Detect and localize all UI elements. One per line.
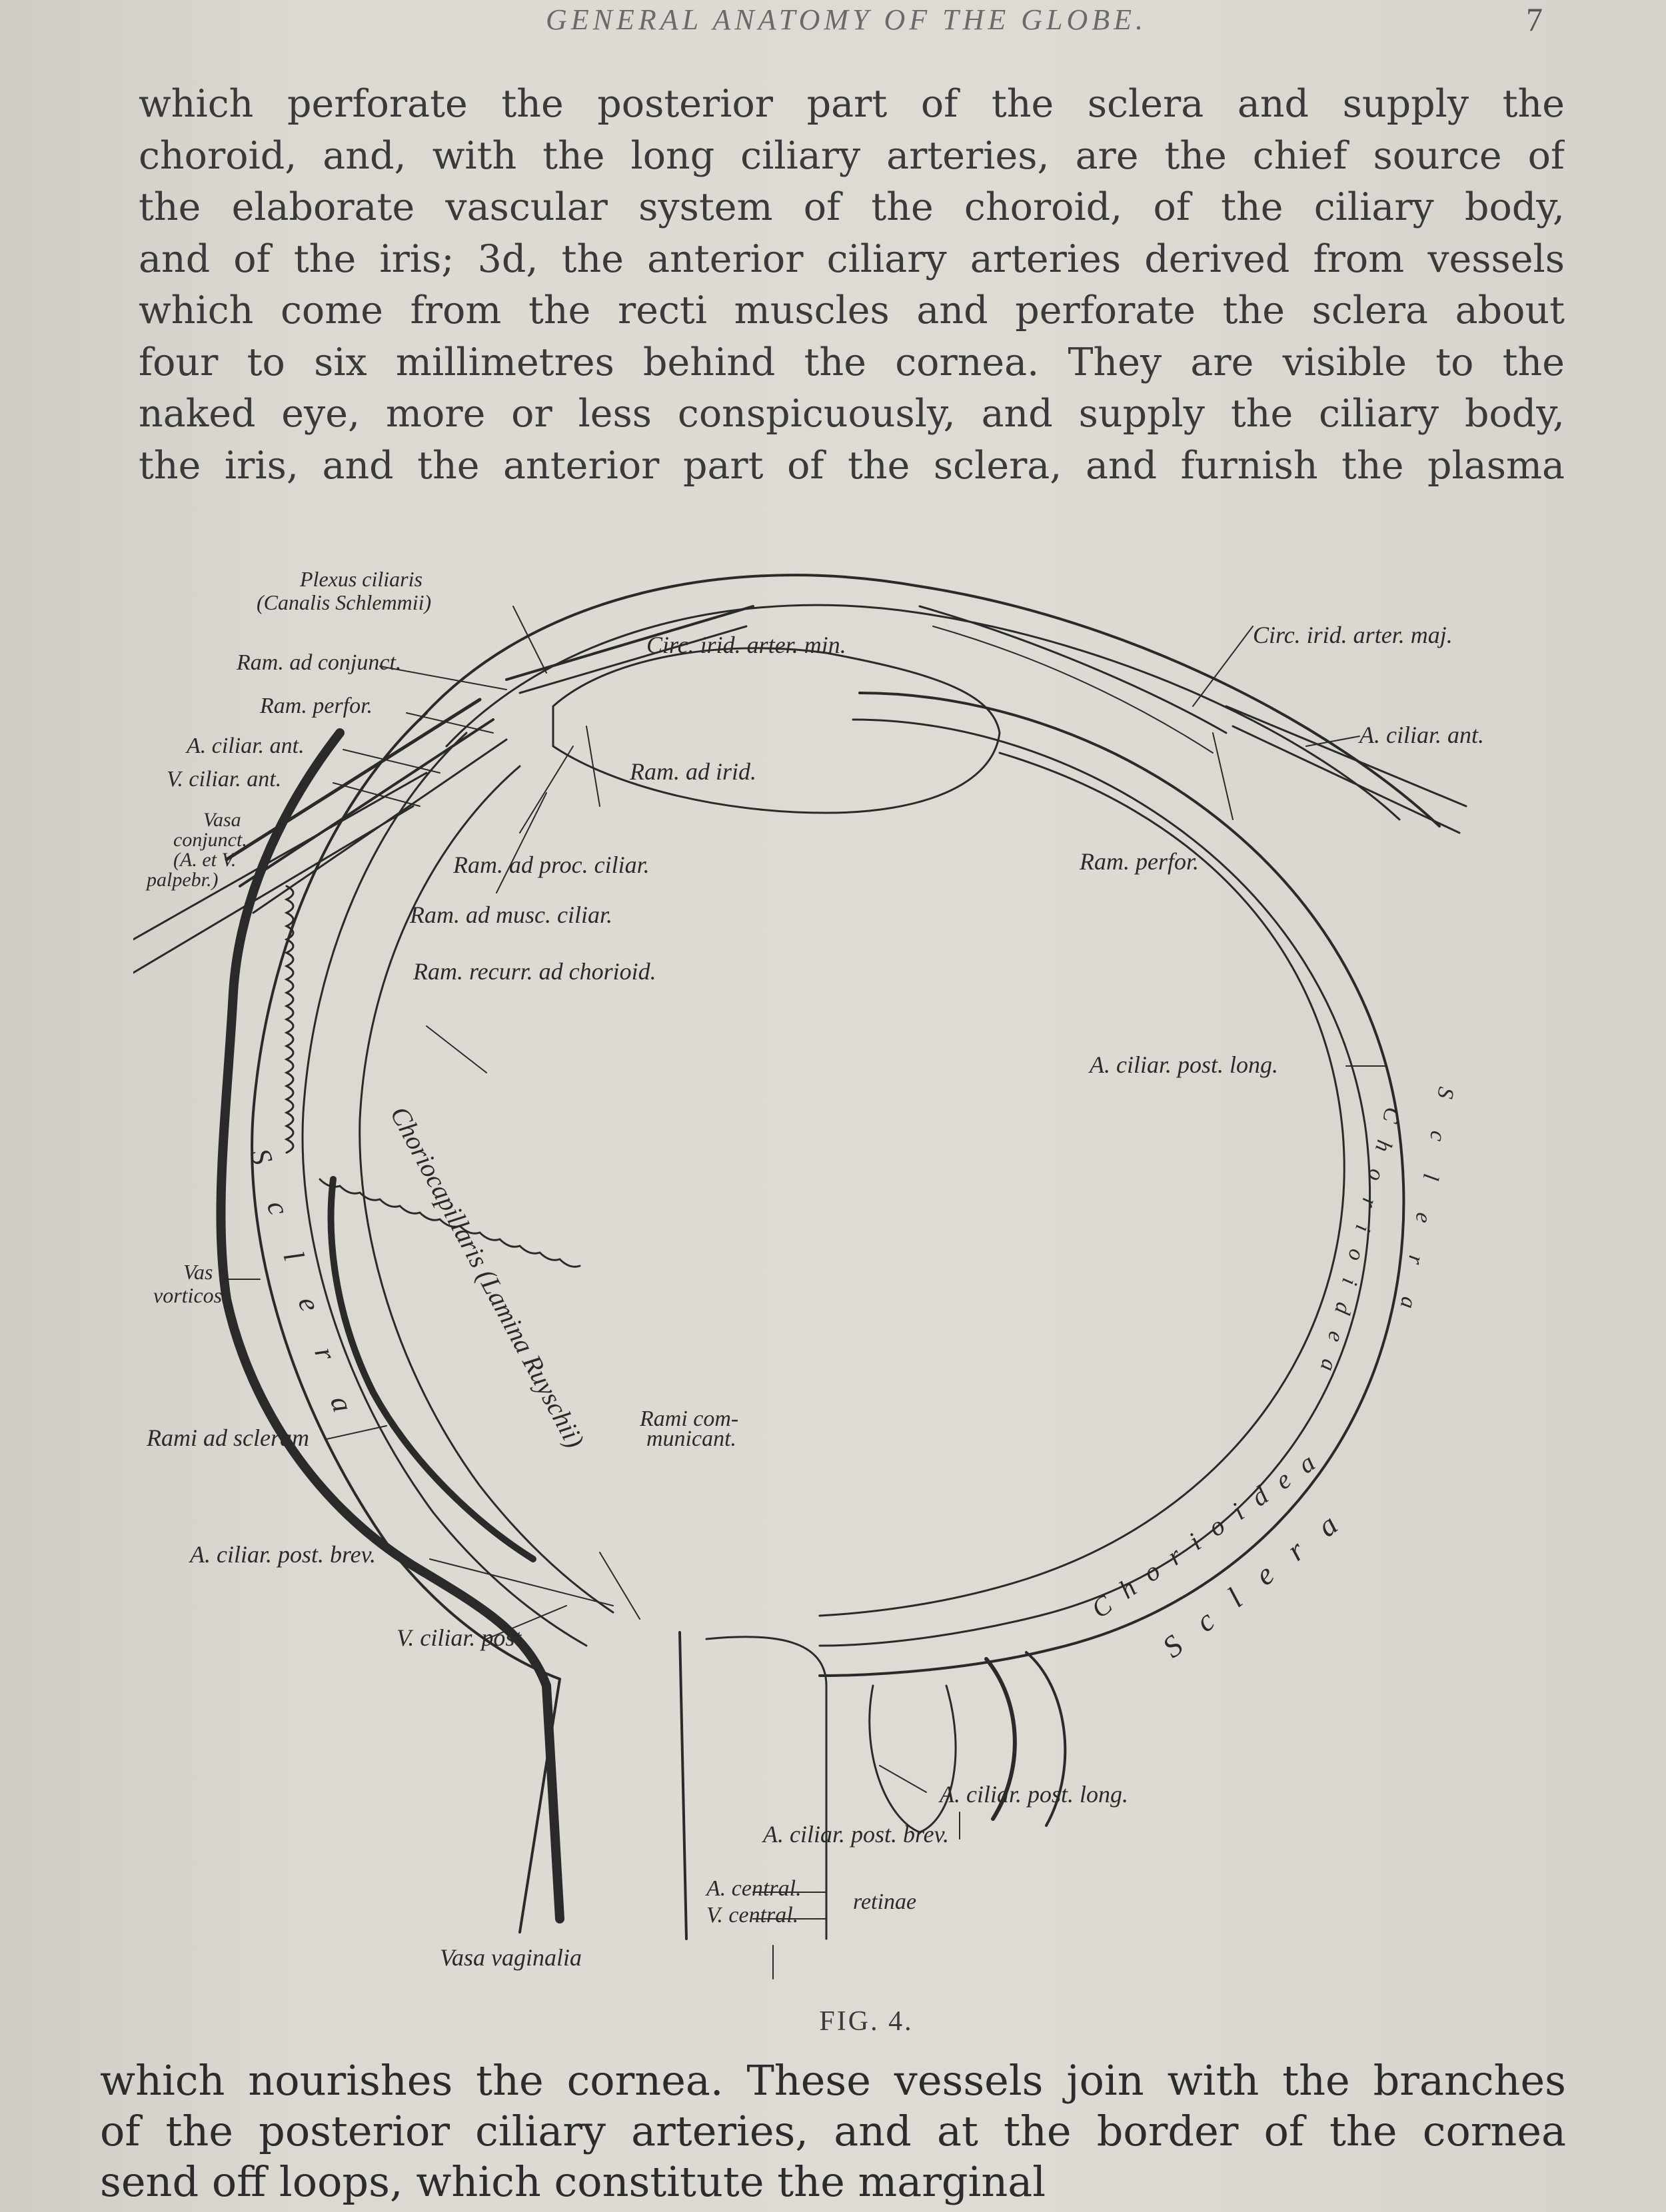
anterior-vessel [133,805,415,974]
label-ram-ad-proc-ciliar: Ram. ad proc. ciliar. [452,851,650,878]
anterior-vessel [133,772,428,941]
label-vasa-conjunct-3: (A. et V. [173,849,236,871]
left-wall-mid [301,732,588,1647]
label-sclera-arc: Sclera [1156,1491,1365,1664]
figure-caption: FIG. 4. [819,2006,914,2037]
iris-line [918,605,1228,734]
label-a-ciliar-post-long-upper: A. ciliar. post. long. [1088,1051,1278,1078]
ciliary-vessel [868,1684,957,1834]
iris-line [932,626,1214,754]
capillary-chain [284,885,581,1268]
label-a-ciliar-post-brev-lower: A. ciliar. post. brev. [762,1821,949,1848]
iris-line [505,605,754,681]
text-line: the elaborate vascular system of the cho… [139,185,1565,229]
label-canalis-schlemmii: (Canalis Schlemmii) [257,590,431,614]
anterior-vessel [1232,725,1461,834]
ciliary-vessel [1025,1651,1067,1827]
label-vasa-conjunct-1: Vasa [203,809,241,831]
label-rami-communicant-1: Rami com- [639,1406,738,1431]
text-line: and of the iris; 3d, the anterior ciliar… [139,237,1565,281]
cornea-outline [418,574,1441,828]
label-retinae: retinae [853,1890,916,1914]
text-line: which come from the recti muscles and pe… [139,288,1565,332]
label-ram-recurr-ad-chorioid: Ram. recurr. ad chorioid. [413,958,656,985]
text-line: send off loops, which constitute the mar… [100,2157,1046,2206]
page-number: 7 [1526,1,1543,38]
label-ram-ad-musc-ciliar: Ram. ad musc. ciliar. [409,901,612,928]
anterior-vessel [225,698,482,861]
label-a-ciliar-post-long-lower: A. ciliar. post. long. [938,1781,1128,1808]
label-ram-ad-conjunct: Ram. ad conjunct. [236,650,401,675]
text-line: which perforate the posterior part of th… [139,82,1565,126]
label-vasa-vaginalia: Vasa vaginalia [440,1944,582,1971]
label-ram-ad-irid: Ram. ad irid. [629,758,756,785]
choroid-outline [818,752,1345,1617]
anterior-vessel [1225,705,1467,808]
text-line: the iris, and the anterior part of the s… [139,443,1565,488]
label-rami-communicant-2: municant. [646,1426,736,1451]
label-rami-ad-scleram: Rami ad scleram [146,1424,309,1451]
label-plexus-ciliaris: Plexus ciliaris [299,567,422,591]
left-wall-inner [359,765,614,1614]
label-vasa-conjunct-4: palpebr.) [145,869,219,891]
label-v-ciliar-post: V. ciliar. post. [397,1624,527,1651]
ciliary-vessel [984,1657,1017,1821]
label-vas-vorticos-2: vorticos. [153,1283,227,1307]
label-choriocapillaris: Choriocapillaris (Lamina Ruyschii) [385,1101,590,1452]
label-chorioidea-right: Chorioidea [1311,1105,1405,1392]
label-circ-irid-arter-min: Circ. irid. arter. min. [646,632,846,658]
label-ram-perfor-left: Ram. perfor. [259,694,373,718]
eye-diagram: Plexus ciliaris (Canalis Schlemmii) Ram.… [133,567,1484,1979]
label-a-ciliar-ant-left: A. ciliar. ant. [185,734,305,758]
text-line: of the posterior ciliary arteries, and a… [100,2107,1566,2155]
label-a-ciliar-post-brev-left: A. ciliar. post. brev. [189,1541,376,1568]
body-paragraph-bottom: which nourishes the cornea. These vessel… [100,2055,1566,2207]
optic-nerve-outline [705,1636,828,1940]
label-vas-vorticos-1: Vas [183,1260,213,1284]
sclera-inner-outline [818,718,1371,1647]
eye-diagram-figure: Plexus ciliaris (Canalis Schlemmii) Ram.… [133,513,1559,2012]
label-circ-irid-arter-maj: Circ. irid. arter. maj. [1253,622,1453,648]
text-line: naked eye, more or less conspicuously, a… [139,392,1565,436]
label-v-ciliar-ant: V. ciliar. ant. [167,767,281,792]
label-a-central: A. central. [705,1876,802,1901]
cornea-inner-outline [445,604,1401,821]
text-line: choroid, and, with the long ciliary arte… [139,133,1565,178]
label-ram-perfor-right: Ram. perfor. [1079,848,1199,875]
vascular-vessel [216,728,564,1924]
iris-line [518,625,748,694]
label-v-central: V. central. [706,1903,798,1928]
leader-lines [219,606,1387,1979]
anterior-vessel [239,718,494,887]
text-line: which nourishes the cornea. These vessel… [100,2056,1566,2105]
body-paragraph-top: which perforate the posterior part of th… [139,79,1565,492]
sclera-outline [818,692,1405,1677]
label-a-ciliar-ant-right: A. ciliar. ant. [1358,722,1484,748]
vascular-vessel [327,1176,536,1562]
text-line: four to six millimetres behind the corne… [139,340,1565,384]
lens-outline [552,647,1001,814]
running-head: GENERAL ANATOMY OF THE GLOBE. [545,3,1148,36]
optic-nerve-outline [518,1678,561,1934]
optic-nerve-outline [678,1631,688,1940]
label-vasa-conjunct-2: conjunct. [173,829,247,851]
